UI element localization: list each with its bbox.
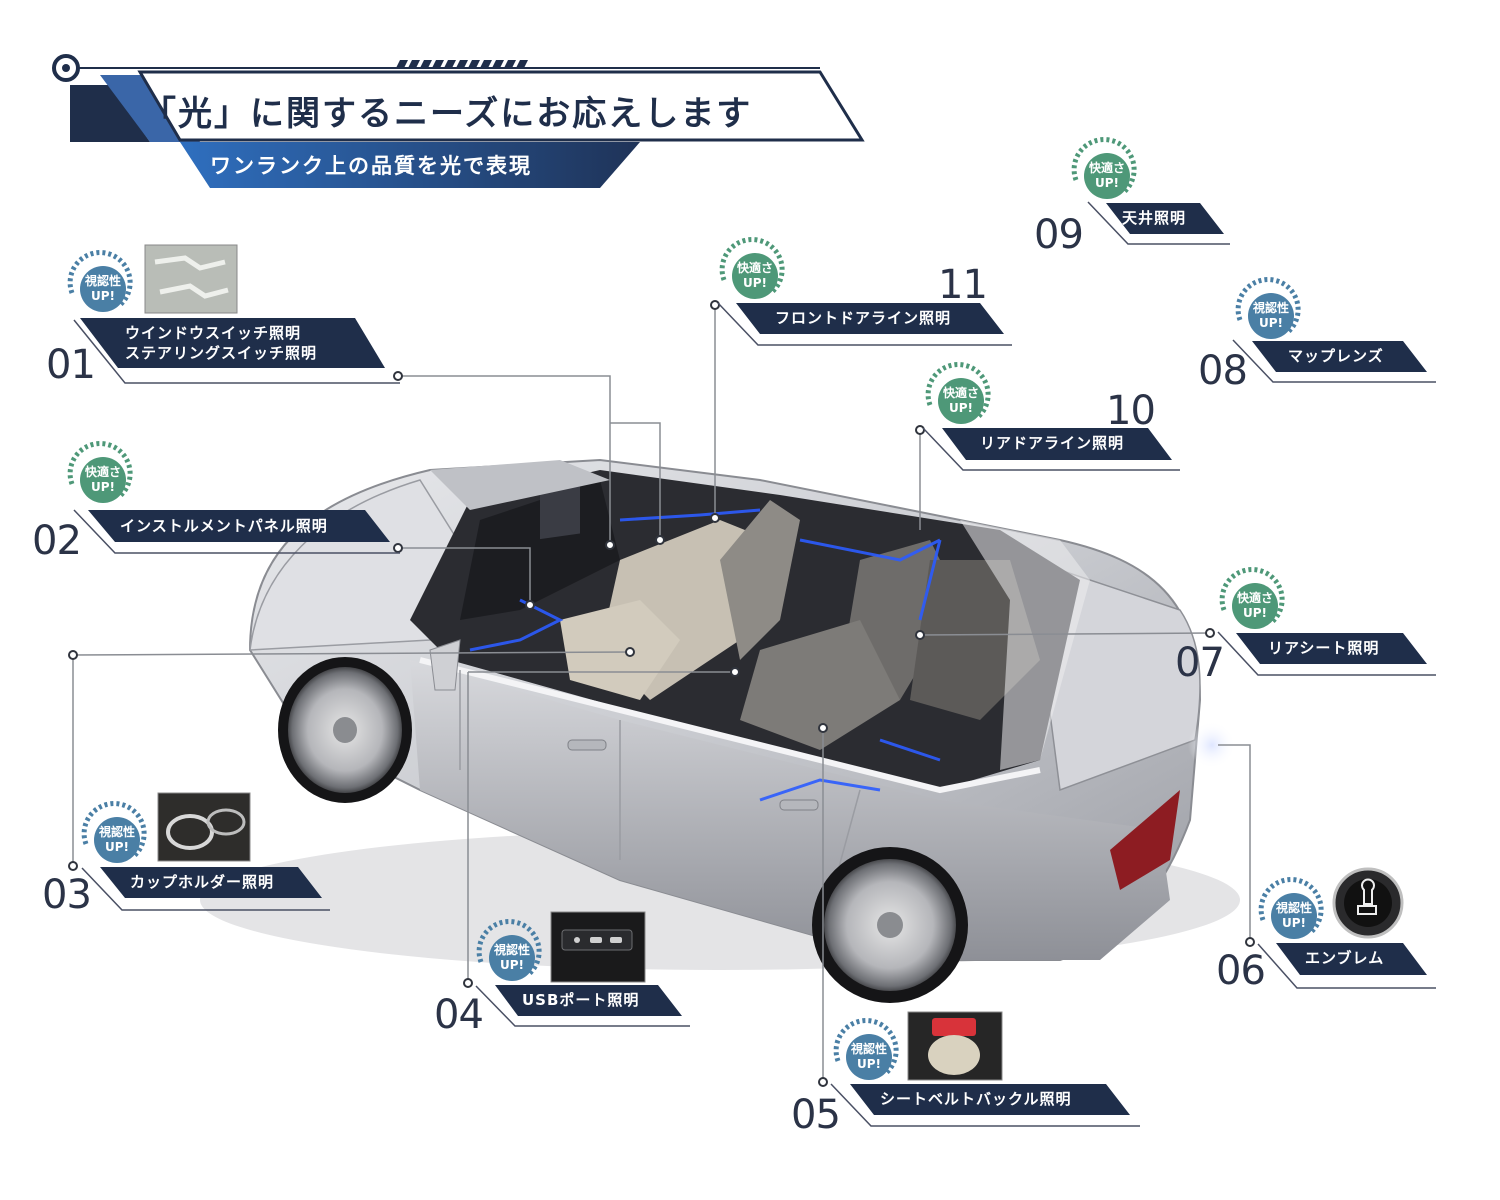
callout-number-08: 08 xyxy=(1198,348,1248,394)
callout-label-06: エンブレム xyxy=(1305,949,1385,967)
callout-label-04: USBポート照明 xyxy=(522,991,640,1009)
callout-frame-10 xyxy=(922,427,1180,471)
badge-arc-10 xyxy=(925,362,991,419)
callout-number-11: 11 xyxy=(938,262,988,308)
callout-frame-06 xyxy=(1257,943,1436,989)
badge-arc-06 xyxy=(1258,877,1324,934)
callout-label-01a: ウインドウスイッチ照明 xyxy=(125,324,302,342)
callout-label-07: リアシート照明 xyxy=(1268,639,1380,657)
page-title: 「光」に関するニーズにお応えします xyxy=(142,94,753,134)
callout-frame-03 xyxy=(81,867,330,911)
leader-lines xyxy=(72,305,1251,1082)
badge-arc-09 xyxy=(1071,137,1137,194)
callout-frame-11 xyxy=(717,302,1012,346)
callout-label-08: マップレンズ xyxy=(1288,347,1384,365)
callout-number-06: 06 xyxy=(1216,948,1266,994)
badge-arc-03 xyxy=(81,801,147,858)
callout-number-01: 01 xyxy=(46,342,96,388)
callout-label-03: カップホルダー照明 xyxy=(130,873,275,891)
badge-arc-05 xyxy=(833,1018,899,1075)
callout-number-05: 05 xyxy=(791,1092,841,1138)
callout-number-04: 04 xyxy=(434,992,484,1038)
thumb-usb-port xyxy=(550,911,646,983)
callout-label-09: 天井照明 xyxy=(1122,209,1187,227)
callout-frame-09 xyxy=(1087,201,1230,245)
callout-label-02: インストルメントパネル照明 xyxy=(120,517,328,535)
badge-arc-02 xyxy=(67,441,133,498)
callout-frame-05 xyxy=(830,1083,1140,1127)
callout-number-02: 02 xyxy=(32,518,82,564)
callout-frame-07 xyxy=(1217,631,1436,676)
callout-label-10: リアドアライン照明 xyxy=(980,434,1125,452)
thumb-seatbelt-buckle xyxy=(907,1011,1003,1081)
callout-number-07: 07 xyxy=(1175,640,1225,686)
callout-frame-02 xyxy=(73,509,400,554)
callout-label-05: シートベルトバックル照明 xyxy=(880,1090,1072,1108)
callout-label-01b: ステアリングスイッチ照明 xyxy=(125,344,318,362)
callout-number-09: 09 xyxy=(1034,212,1084,258)
callout-frame-08 xyxy=(1232,339,1436,383)
badge-arc-07 xyxy=(1219,567,1285,624)
callout-number-03: 03 xyxy=(42,872,92,918)
thumb-cup-holder xyxy=(157,792,251,862)
callout-number-10: 10 xyxy=(1106,388,1156,434)
page-subtitle: ワンランク上の品質を光で表現 xyxy=(210,154,532,178)
header-banner xyxy=(52,54,865,188)
car-illustration xyxy=(200,458,1240,1003)
thumb-switch-parts xyxy=(144,244,238,314)
badge-arc-01 xyxy=(67,250,133,307)
badge-arc-04 xyxy=(476,919,542,976)
badge-arc-11 xyxy=(719,237,785,294)
callout-label-11: フロントドアライン照明 xyxy=(775,309,952,327)
callout-frame-01 xyxy=(73,318,400,384)
callout-frame-04 xyxy=(475,985,690,1027)
thumb-emblem xyxy=(1332,867,1404,939)
badge-arc-08 xyxy=(1235,277,1301,334)
